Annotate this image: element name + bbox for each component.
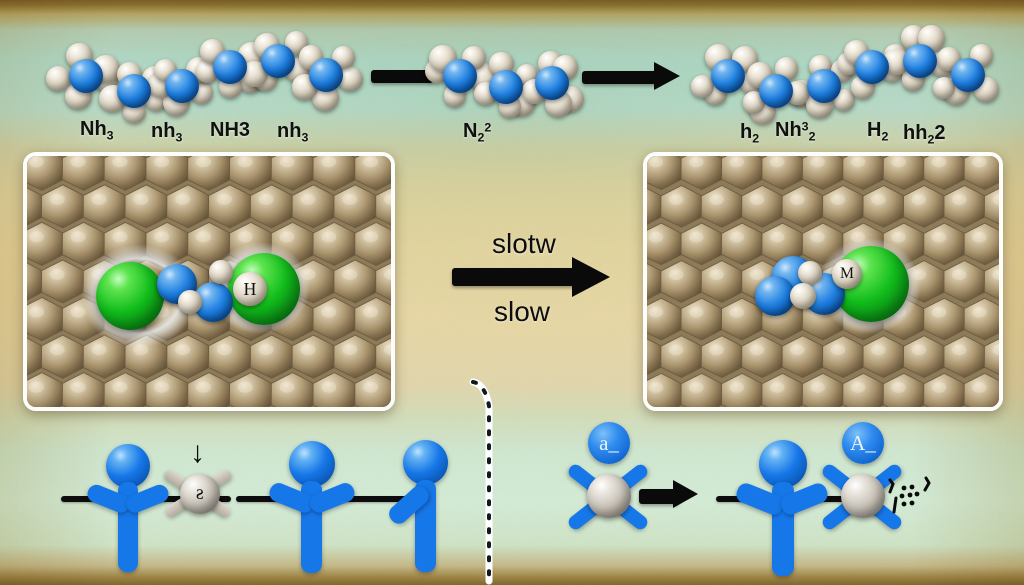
nitrogen-atom: [711, 59, 745, 93]
node-right-label: A_: [842, 422, 884, 464]
dotted-divider: [469, 378, 493, 585]
top-arrow-bar-left: [371, 70, 433, 83]
nitrogen-atom: [261, 43, 295, 78]
hydrogen-atom: H: [233, 272, 267, 306]
nitrogen-atom: [903, 43, 937, 78]
top-label-middle: N22: [463, 120, 492, 145]
hydrogen-atom: [798, 261, 822, 285]
top-row-molecule-right: [690, 25, 1024, 125]
catalyst-surface-after: M: [643, 152, 1003, 411]
middle-arrow-label-above: slotw: [492, 228, 556, 259]
hydrogen-atom: [209, 260, 233, 284]
top-label-r1: Nh32: [775, 119, 816, 144]
nitrogen-atom: [759, 74, 793, 109]
top-label-1: nh3: [151, 120, 183, 145]
nitrogen-atom: [443, 59, 477, 93]
scribble-marks: [888, 476, 931, 514]
nitrogen-atom: [807, 68, 841, 103]
middle-arrow-label-below: slow: [494, 296, 551, 327]
nitrogen-atom: [309, 58, 343, 93]
top-label-3: nh3: [277, 120, 309, 145]
metal-site-atom: [96, 262, 164, 330]
hydrogen-atom: M: [832, 259, 862, 289]
hydrogen-atom: [790, 283, 816, 309]
top-label-r2: H2: [867, 119, 889, 144]
nitrogen-atom: [213, 49, 247, 84]
adsorbate-label: M: [839, 265, 854, 282]
top-label-r3: hh22: [903, 122, 946, 147]
top-label-2: NH3: [210, 119, 251, 141]
nitrogen-atom: [535, 66, 569, 101]
nitrogen-atom: [855, 49, 889, 84]
adsorbate-label: H: [243, 278, 257, 299]
top-row-molecule-middle: [425, 34, 640, 129]
top-row-molecule-left: [45, 28, 416, 123]
nitrogen-atom: [117, 74, 151, 109]
nitrogen-atom: [69, 59, 103, 93]
adsorbate-left: H: [27, 156, 391, 407]
surface-lattice-left: [27, 156, 391, 407]
top-label-r0: h2: [740, 121, 760, 146]
down-arrow-marker: ↓: [190, 436, 205, 469]
node-core-glyph: ƨ: [196, 482, 204, 504]
node-left-label: a_: [588, 422, 630, 464]
adsorbate-right: M: [647, 156, 999, 407]
catalyst-surface-before: H: [23, 152, 395, 411]
hydrogen-atom: [178, 290, 202, 314]
nitrogen-atom: [755, 276, 795, 316]
nitrogen-atom: [165, 68, 199, 103]
top-label-0: Nh3: [80, 118, 114, 143]
